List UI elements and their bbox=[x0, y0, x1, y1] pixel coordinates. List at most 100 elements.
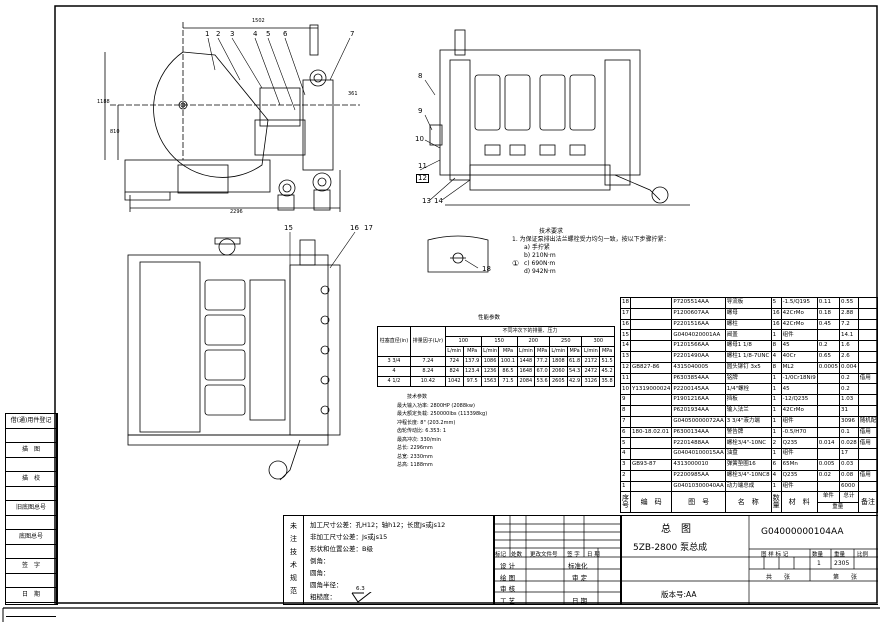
parts-cell: P6300134AA bbox=[671, 426, 726, 439]
parts-cell: 7 bbox=[620, 415, 631, 428]
parts-cell: 12 bbox=[620, 361, 631, 374]
parts-cell: 组件 bbox=[780, 415, 818, 428]
parts-cell: 1 bbox=[770, 329, 782, 342]
balloon-5: 5 bbox=[266, 30, 271, 38]
label-design: 设 计 bbox=[500, 562, 516, 570]
perf-cell: 137.9 bbox=[462, 356, 482, 367]
dimension-width-top: 1502 bbox=[252, 18, 265, 24]
parts-cell bbox=[629, 415, 673, 428]
parts-cell: 圆头铆钉 3x5 bbox=[724, 361, 772, 374]
parts-cell: 0.0005 bbox=[816, 361, 840, 374]
parts-cell: 1 bbox=[620, 480, 631, 493]
balloon-10: 10 bbox=[415, 135, 424, 143]
parts-cell: 油盘 bbox=[724, 448, 772, 460]
parts-cell: G0404020001AA bbox=[671, 329, 726, 342]
parts-cell: 180-18.02.01 bbox=[629, 426, 673, 439]
parts-cell: 警告牌 bbox=[724, 426, 772, 439]
parts-cell: G04040100015AA bbox=[671, 448, 726, 460]
parts-cell: 42CrMo bbox=[780, 307, 818, 320]
parts-cell bbox=[629, 372, 673, 385]
parts-cell: 1 bbox=[770, 448, 782, 460]
parts-cell bbox=[857, 318, 879, 331]
parts-cell: 0.02 bbox=[816, 469, 840, 482]
parts-cell: 42CrMo bbox=[780, 318, 818, 331]
perf-cell: 1563 bbox=[480, 376, 500, 387]
header-qty: 数量 bbox=[770, 491, 782, 514]
parts-cell: 动力端总成 bbox=[724, 480, 772, 493]
parts-cell: 借用 bbox=[857, 469, 879, 482]
perf-cell: 8.24 bbox=[409, 366, 446, 377]
label-check: 审 核 bbox=[500, 585, 516, 593]
parts-cell: Q235 bbox=[780, 469, 818, 482]
perf-cell: 3126 bbox=[581, 376, 601, 387]
tech-requirements-title: 技术要求 bbox=[539, 228, 564, 235]
header-code: 编 码 bbox=[629, 491, 673, 514]
tightening-step: b) 210N·m bbox=[524, 252, 556, 259]
parts-cell: 42CrMo bbox=[780, 404, 818, 417]
parts-cell: 16 bbox=[770, 318, 782, 331]
perf-cell: 1236 bbox=[480, 366, 500, 377]
balloon-2: 2 bbox=[216, 30, 221, 38]
parts-cell: 0.45 bbox=[816, 318, 840, 331]
parts-cell: -12/Q235 bbox=[780, 394, 818, 406]
parts-cell: Q235 bbox=[780, 437, 818, 450]
parts-cell: 借用 bbox=[857, 372, 879, 385]
parts-cell: 螺母1 1/8 bbox=[724, 340, 772, 352]
spec-line: 粗糙度： bbox=[310, 593, 336, 601]
parts-cell: 4313000010 bbox=[671, 458, 726, 471]
perf-cell: 7.24 bbox=[409, 356, 446, 367]
parts-cell: 2.6 bbox=[838, 350, 859, 363]
registration-cell: 描 图 bbox=[6, 443, 56, 458]
perf-unit: L/min bbox=[516, 346, 536, 357]
perf-cell: 2060 bbox=[549, 366, 568, 377]
perf-cell: 35.8 bbox=[599, 376, 615, 387]
header-seq: 序号 bbox=[620, 491, 631, 514]
perf-cell: 51.5 bbox=[599, 356, 615, 367]
registration-cell bbox=[6, 574, 56, 588]
perf-speed: 100 bbox=[444, 336, 482, 347]
balloon-1: 1 bbox=[205, 30, 210, 38]
marker-circled-1: ① bbox=[512, 259, 520, 268]
parts-cell: 15 bbox=[620, 329, 631, 342]
parts-cell bbox=[816, 394, 840, 406]
total-sheets: 共 张 bbox=[766, 574, 791, 581]
performance-title: 性能参数 bbox=[478, 315, 501, 321]
version-number: 版本号:AA bbox=[661, 590, 697, 599]
parts-cell: 3 bbox=[620, 458, 631, 471]
perf-unit: L/min bbox=[581, 346, 601, 357]
parts-cell: 1 bbox=[770, 383, 782, 396]
parts-cell: 1 bbox=[770, 404, 782, 417]
perf-header-row: 柱塞直径(in)排量因子(L/r)不同冲次下的排量、压力 bbox=[377, 326, 616, 357]
parts-header-row-2: 重量 bbox=[621, 502, 878, 514]
parts-cell: 16 bbox=[770, 307, 782, 320]
registration-cell: 底图总号 bbox=[6, 530, 56, 545]
perf-cell: 77.2 bbox=[534, 356, 550, 367]
rev-header-date: 日 期 bbox=[587, 552, 600, 558]
parts-cell bbox=[629, 307, 673, 320]
tech-param-line: 齿轮传动比: 6.353: 1 bbox=[397, 428, 447, 434]
perf-cell: 45.2 bbox=[599, 366, 615, 377]
rev-header-doc: 更改文件号 bbox=[530, 552, 558, 558]
registration-cell bbox=[6, 516, 56, 530]
parts-cell: 16 bbox=[620, 318, 631, 331]
registration-cell bbox=[6, 487, 56, 501]
spec-line: 圆角半径： bbox=[310, 581, 343, 589]
parts-cell: 6000 bbox=[838, 480, 859, 493]
balloon-12: 12 bbox=[416, 174, 429, 183]
registration-cell: 描 校 bbox=[6, 472, 56, 487]
parts-cell: 45 bbox=[780, 383, 818, 396]
parts-cell: 5 bbox=[620, 437, 631, 450]
perf-speed: 200 bbox=[516, 336, 551, 347]
balloon-16: 16 bbox=[350, 224, 359, 232]
parts-cell: 0.004 bbox=[838, 361, 859, 374]
perf-cell: 724 bbox=[444, 356, 464, 367]
